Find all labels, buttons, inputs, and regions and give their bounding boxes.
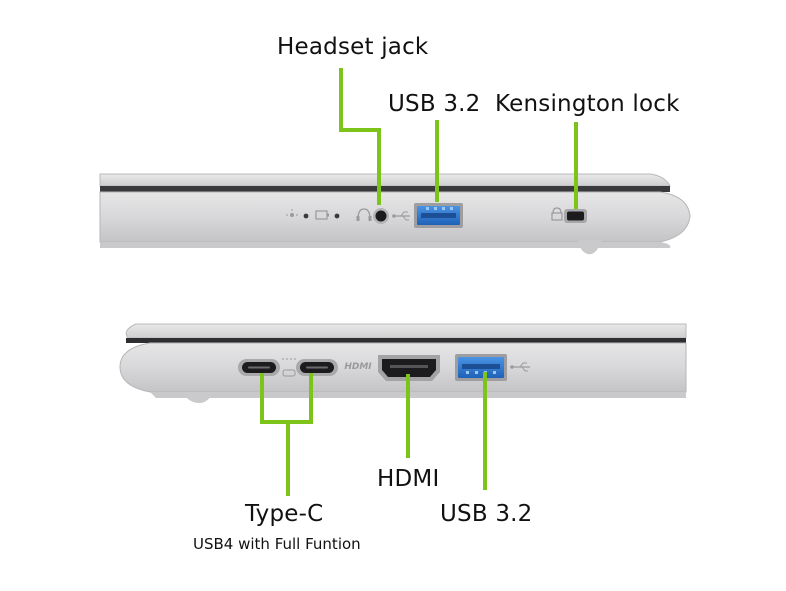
label-usb-bottom: USB 3.2 <box>440 501 533 527</box>
usb-icon <box>392 211 410 221</box>
headset-jack-port <box>373 208 389 224</box>
callout-lines-top <box>339 68 578 209</box>
label-hdmi: HDMI <box>377 466 440 492</box>
battery-icon <box>315 210 329 220</box>
label-type-c: Type-C <box>245 501 324 527</box>
hdmi-port <box>378 355 440 381</box>
kensington-lock-slot <box>564 209 587 223</box>
usb-c-port-1 <box>238 359 280 376</box>
lock-icon <box>551 207 563 221</box>
power-led <box>303 213 309 219</box>
laptop-right-side <box>99 173 691 255</box>
usb-icon <box>510 362 530 372</box>
battery-led <box>334 213 340 219</box>
hdmi-logo-text: HDMI <box>344 362 372 372</box>
usb-a-port-bottom <box>455 354 507 381</box>
label-headset-jack: Headset jack <box>277 34 429 60</box>
led-icon <box>286 209 298 217</box>
label-usb-top: USB 3.2 <box>388 91 481 117</box>
usb-c-icon <box>282 358 296 377</box>
laptop-left-side: HDMI <box>119 323 687 404</box>
usb-c-port-2 <box>296 359 338 376</box>
label-kensington-lock: Kensington lock <box>495 91 680 117</box>
callout-lines-bottom <box>260 372 487 496</box>
label-type-c-subtitle: USB4 with Full Funtion <box>193 535 361 553</box>
hdmi-logo: HDMI <box>344 362 372 372</box>
usb-a-port-top <box>414 203 463 228</box>
headset-icon <box>356 208 372 221</box>
